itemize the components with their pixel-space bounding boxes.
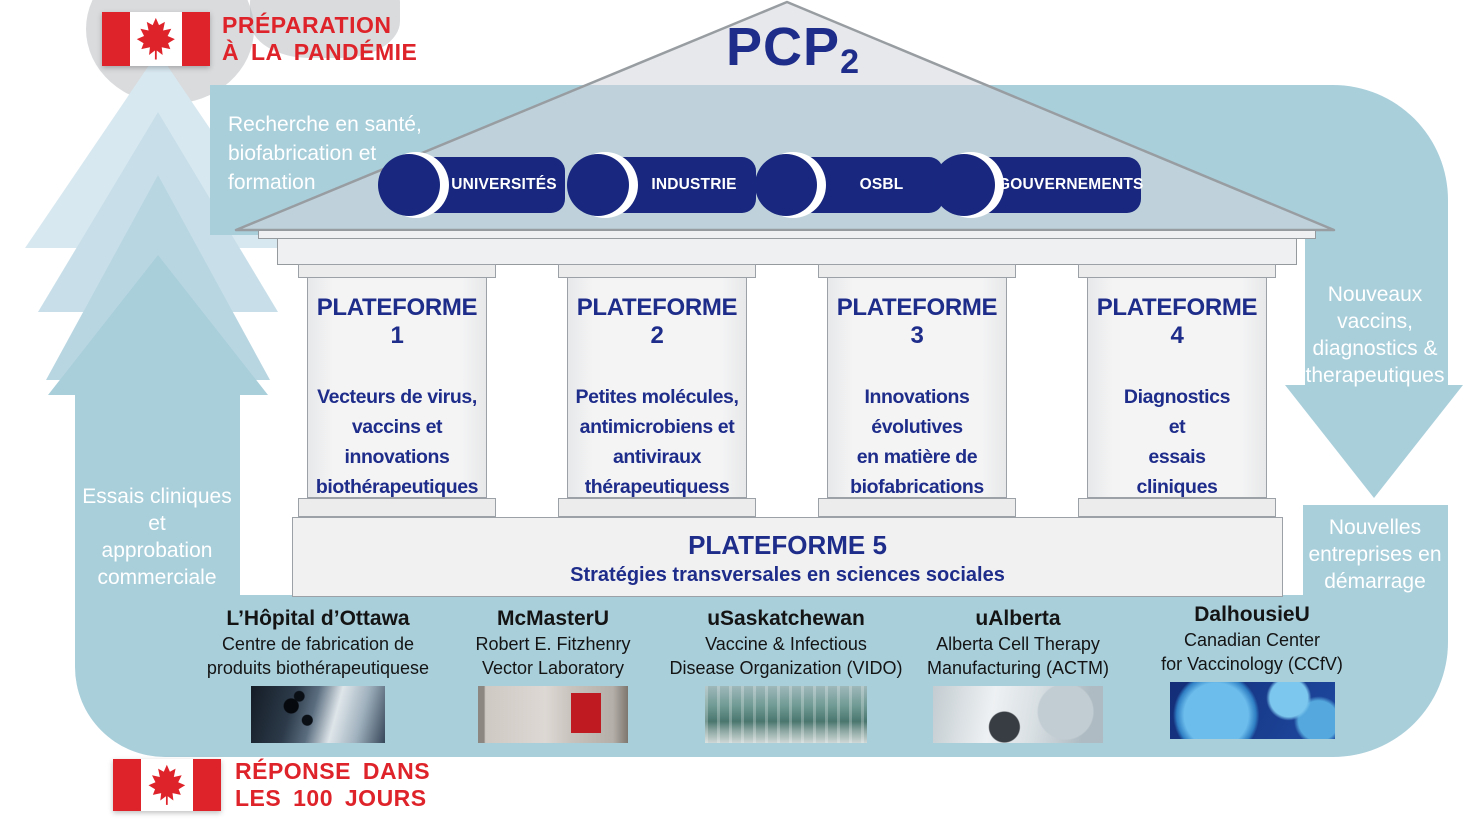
globe-watermark-2 [250,0,400,58]
right-flow-column [1305,230,1448,388]
institution-desc: Centre de fabrication de produits biothé… [206,634,430,678]
pillar-2-base [558,498,756,517]
top-band-label: Recherche en santé, biofabrication et fo… [228,113,422,194]
institution-desc: Robert E. Fitzhenry Vector Laboratory [475,634,631,678]
pillar-4-base [1078,498,1276,517]
institution-desc: Vaccine & Infectious Disease Organizatio… [669,634,903,678]
institution-ottawa: L’Hôpital d’Ottawa Centre de fabrication… [198,606,438,743]
vido-building-photo [705,686,867,743]
institution-name: L’Hôpital d’Ottawa [226,607,410,630]
institution-desc: Canadian Center for Vaccinology (CCfV) [1161,630,1343,674]
stakeholder-pill-industrie: INDUSTRIE [567,152,756,218]
cleanroom-centrifuge-photo [251,686,385,743]
page-title: PCP2 [726,17,860,81]
stakeholder-pill-osbl: OSBL [755,152,943,218]
cylinder-cap [567,154,629,216]
flag-red-bar-right [192,759,221,811]
vector-lab-biohazard-photo [478,686,628,743]
stakeholder-pill-gouvernements: GOUVERNEMENTS [933,152,1144,218]
pillar-2-title: PLATEFORME 2 [576,294,738,349]
pillar-1-body: Vecteurs de virus, vaccins et innovation… [315,386,479,498]
pillar-3-title: PLATEFORME 3 [836,294,998,349]
pillar-1-title: PLATEFORME 1 [316,294,478,349]
canada-flag-bottom [113,759,221,811]
right-down-arrowhead [1285,385,1463,498]
stakeholder-pill-universites: UNIVERSITÉS [378,152,565,218]
cylinder-cap [933,154,995,216]
institution-desc: Alberta Cell Therapy Manufacturing (ACTM… [926,634,1110,678]
pill-label: UNIVERSITÉS [451,176,557,193]
startups-box [1303,505,1448,600]
pillar-1-base [298,498,496,517]
platform5-subtitle: Stratégies transversales en sciences soc… [570,564,1005,586]
startups-box-label: Nouvelles entreprises en démarrage [1308,516,1442,593]
cylinder-cap [755,154,817,216]
institution-dalhousie: DalhousieU Canadian Center for Vaccinolo… [1132,602,1372,739]
institution-name: McMasterU [496,607,610,630]
institution-name: DalhousieU [1194,603,1310,626]
canada-flag-top [102,12,210,66]
pillar-3: PLATEFORME 3 Innovations évolutives en m… [827,277,1007,498]
pill-label: INDUSTRIE [651,176,737,193]
pillar-3-capital [818,264,1016,278]
flag-red-bar-left [102,12,131,66]
right-arrow-label: Nouveaux vaccins, diagnostics & therapeu… [1305,283,1445,387]
flag-red-bar-left [113,759,142,811]
institution-name: uAlberta [975,607,1061,630]
institution-usask: uSaskatchewan Vaccine & Infectious Disea… [666,606,906,743]
pillar-4: PLATEFORME 4 Diagnostics et essais clini… [1087,277,1267,498]
pillar-1-capital [298,264,496,278]
title-subscript: 2 [840,43,860,81]
left-arrow-label: Essais cliniques et approbation commerci… [82,485,232,589]
biohazard-sign-graphic [571,692,601,733]
pillar-2: PLATEFORME 2 Petites molécules, antimicr… [567,277,747,498]
virus-microscopy-photo [1169,682,1335,739]
architrave-bar [277,238,1297,265]
pill-label: GOUVERNEMENTS [998,176,1144,193]
institution-ualberta: uAlberta Alberta Cell Therapy Manufactur… [898,606,1138,743]
platform5-title: PLATEFORME 5 [688,530,887,560]
pillar-4-capital [1078,264,1276,278]
flag-red-bar-right [181,12,210,66]
pillar-2-capital [558,264,756,278]
actm-lab-photo [933,686,1103,743]
maple-leaf-icon [148,764,186,806]
pillar-4-title: PLATEFORME 4 [1096,294,1258,349]
maple-leaf-icon [136,18,176,60]
pillar-3-body: Innovations évolutives en matière de bio… [850,386,984,498]
pillar-1: PLATEFORME 1 Vecteurs de virus, vaccins … [307,277,487,498]
pill-label: OSBL [859,176,904,193]
institution-mcmaster: McMasterU Robert E. Fitzhenry Vector Lab… [433,606,673,743]
platform5-band: PLATEFORME 5 Stratégies transversales en… [292,517,1283,597]
pillar-4-body: Diagnostics et essais cliniques [1123,386,1231,498]
preparation-badge: PRÉPARATION À LA PANDÉMIE [222,12,418,65]
pillar-2-body: Petites molécules, antimicrobiens et ant… [575,386,739,498]
response-badge: RÉPONSE DANS LES 100 JOURS [235,758,431,811]
pillar-3-base [818,498,1016,517]
institution-name: uSaskatchewan [707,607,865,630]
cylinder-cap [378,154,440,216]
